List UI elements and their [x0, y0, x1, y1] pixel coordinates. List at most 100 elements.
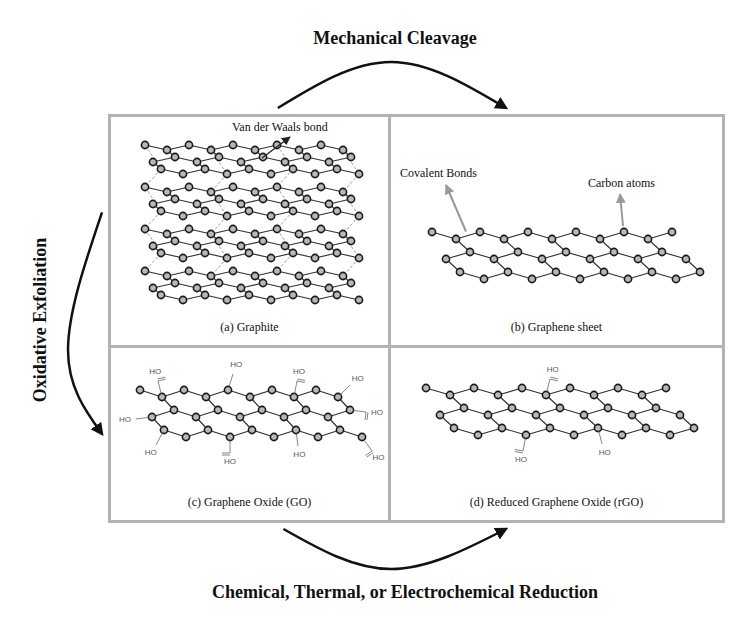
carbon-atom	[339, 230, 346, 237]
group-bond	[229, 374, 233, 387]
carbon-atom	[207, 230, 214, 237]
group-label: HO	[293, 368, 305, 376]
carbon-atom	[180, 386, 187, 393]
process-arrow	[68, 212, 102, 434]
carbon-atom	[317, 225, 324, 232]
carbon-atom	[207, 272, 214, 279]
carbon-atom	[494, 391, 501, 398]
carbon-atom	[163, 146, 170, 153]
carbon-atom	[610, 248, 617, 255]
group-label: HO	[224, 458, 236, 466]
carbon-atom	[474, 431, 481, 438]
carbon-atom	[522, 431, 529, 438]
group-bond	[295, 381, 297, 393]
carbon-atom	[514, 248, 521, 255]
panel-box: (a) Graphite	[108, 114, 391, 348]
panel-caption: (d) Reduced Graphene Oxide (rGO)	[470, 495, 643, 509]
carbon-atom	[273, 225, 280, 232]
carbon-atom	[157, 165, 164, 172]
carbon-atom	[672, 275, 679, 282]
bond-label: Van der Waals bond	[232, 120, 328, 135]
carbon-atom	[193, 158, 200, 165]
group-bond	[365, 412, 367, 420]
leader-lines	[262, 137, 623, 232]
carbon-atom	[538, 255, 545, 262]
carbon-atom	[185, 141, 192, 148]
carbon-atom	[245, 207, 252, 214]
caption-row: (b) Graphene sheet	[391, 317, 722, 335]
carbon-atom	[170, 406, 177, 413]
carbon-atom	[333, 207, 340, 214]
carbon-atom	[532, 411, 539, 418]
carbon-atom	[273, 183, 280, 190]
carbon-atom	[325, 242, 332, 249]
carbon-atom	[524, 228, 531, 235]
carbon-atom	[676, 411, 683, 418]
panel-caption: (a) Graphite	[220, 320, 278, 334]
carbon-atom	[185, 267, 192, 274]
carbon-atom	[163, 230, 170, 237]
carbon-atom	[223, 170, 230, 177]
carbon-atom	[149, 284, 156, 291]
group-label: HO	[149, 368, 161, 376]
carbon-atom	[171, 279, 178, 286]
carbon-atom	[224, 386, 231, 393]
graphene-layer	[141, 141, 362, 177]
carbon-atom	[317, 141, 324, 148]
carbon-atom	[422, 384, 429, 391]
carbon-atom	[157, 249, 164, 256]
carbon-atom	[339, 188, 346, 195]
carbon-atom	[267, 212, 274, 219]
group-bond	[222, 453, 230, 454]
van-der-waals-lines	[145, 145, 359, 276]
carbon-atom	[237, 200, 244, 207]
carbon-atom	[311, 170, 318, 177]
carbon-atom	[552, 268, 559, 275]
carbon-atom	[642, 424, 649, 431]
group-label: HO	[515, 456, 527, 464]
group-bond	[297, 379, 305, 380]
carbon-atom	[662, 384, 669, 391]
carbon-atom	[289, 291, 296, 298]
carbon-atom	[358, 433, 365, 440]
carbon-atom	[696, 268, 703, 275]
leader-line	[262, 137, 290, 158]
carbon-atom	[508, 404, 515, 411]
carbon-atom	[237, 242, 244, 249]
carbon-atom	[229, 183, 236, 190]
carbon-atom	[179, 296, 186, 303]
carbon-atom	[355, 296, 362, 303]
group-bond	[158, 377, 166, 379]
carbon-atom	[339, 146, 346, 153]
carbon-atom	[289, 249, 296, 256]
carbon-atom	[620, 228, 627, 235]
carbon-atom	[460, 404, 467, 411]
carbon-atom	[157, 291, 164, 298]
carbon-atom	[436, 411, 443, 418]
carbon-atom	[317, 183, 324, 190]
group-bond	[547, 379, 550, 392]
carbon-atom	[245, 249, 252, 256]
group-bond	[341, 385, 350, 394]
carbon-atom	[259, 237, 266, 244]
carbon-atom	[303, 195, 310, 202]
carbon-atom	[160, 426, 167, 433]
carbon-atom	[290, 393, 297, 400]
carbon-atom	[311, 254, 318, 261]
process-arrow	[278, 62, 506, 108]
process-arrow	[283, 529, 505, 569]
carbon-atom	[596, 235, 603, 242]
group-label: HO	[293, 451, 305, 459]
group-bond	[367, 453, 374, 458]
carbon-atom	[163, 188, 170, 195]
carbon-atom	[158, 393, 165, 400]
carbon-atom	[314, 433, 321, 440]
carbon-atom	[237, 158, 244, 165]
carbon-atom	[295, 146, 302, 153]
carbon-atom	[586, 255, 593, 262]
carbon-atom	[281, 284, 288, 291]
carbon-atom	[229, 225, 236, 232]
group-bond	[515, 450, 523, 451]
carbon-atom	[259, 195, 266, 202]
